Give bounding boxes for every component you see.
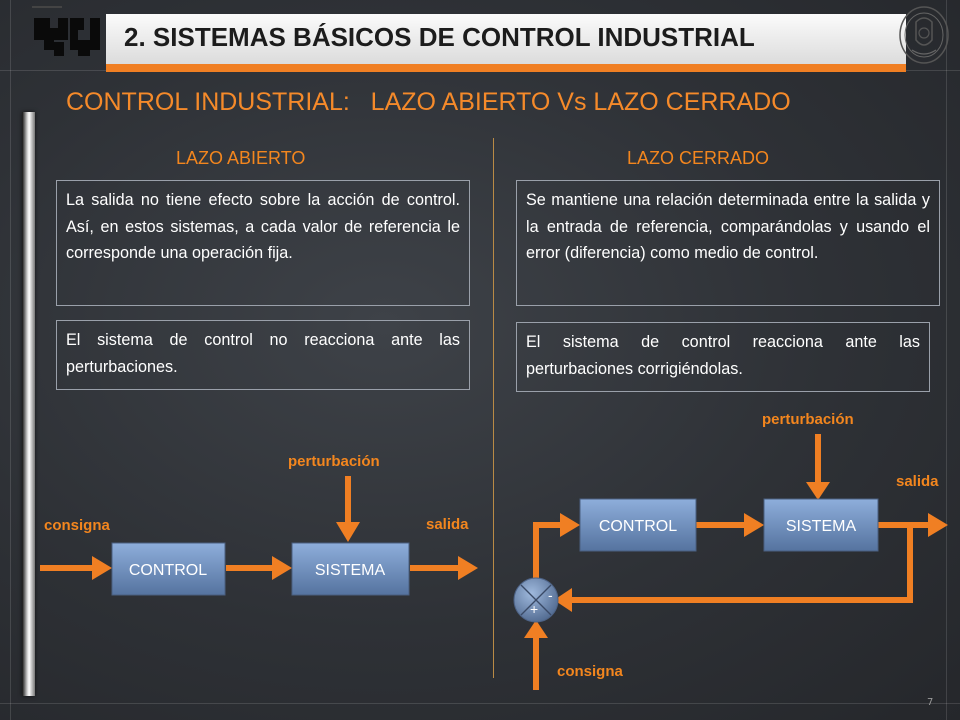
closed-sistema-label: SISTEMA (786, 518, 857, 535)
closed-sum-to-control-arrow (533, 513, 580, 580)
closed-consigna-label: consigna (557, 663, 624, 680)
open-consigna-label: consigna (44, 517, 111, 534)
university-logo-icon (32, 6, 100, 56)
open-perturbacion-arrow (336, 476, 360, 542)
open-loop-heading: LAZO ABIERTO (176, 148, 306, 168)
decorative-left-stripe (22, 112, 35, 696)
page-number: 7 (927, 697, 934, 708)
closed-sistema-block (763, 498, 879, 552)
school-seal-icon (899, 6, 949, 64)
closed-loop-diagram: CONTROL SISTEMA - + perturbación salida … (513, 411, 948, 690)
open-sistema-block (291, 542, 410, 596)
open-control-block (111, 542, 226, 596)
open-loop-disturbance-note: El sistema de control no reacciona ante … (56, 320, 470, 390)
open-salida-label: salida (426, 516, 469, 533)
sum-minus-sign: - (548, 587, 553, 603)
frame-line-right (946, 0, 947, 720)
closed-loop-disturbance-note: El sistema de control reacciona ante las… (516, 322, 930, 392)
closed-salida-label: salida (896, 473, 939, 490)
closed-control-block (579, 498, 697, 552)
frame-line-left (10, 0, 11, 720)
open-loop-definition: La salida no tiene efecto sobre la acció… (56, 180, 470, 306)
slide-title: 2. SISTEMAS BÁSICOS DE CONTROL INDUSTRIA… (124, 22, 755, 52)
closed-perturbacion-label: perturbación (762, 411, 854, 428)
header-bar (106, 14, 906, 64)
open-salida-arrow (410, 556, 478, 580)
closed-salida-arrow (878, 513, 948, 537)
header-accent-bar (106, 64, 906, 72)
sum-plus-sign: + (530, 601, 538, 617)
frame-line-bottom (0, 703, 960, 704)
open-control-to-sistema-arrow (226, 556, 292, 580)
open-control-label: CONTROL (129, 562, 207, 579)
closed-perturbacion-arrow (806, 434, 830, 500)
open-consigna-arrow (40, 556, 112, 580)
closed-consigna-arrow (524, 620, 548, 690)
closed-control-to-sistema-arrow (696, 513, 764, 537)
summing-junction: - + (513, 577, 559, 623)
open-perturbacion-label: perturbación (288, 453, 380, 470)
column-divider (493, 138, 494, 678)
main-title: CONTROL INDUSTRIAL: LAZO ABIERTO Vs LAZO… (66, 88, 791, 116)
open-sistema-label: SISTEMA (315, 562, 386, 579)
closed-loop-definition: Se mantiene una relación determinada ent… (516, 180, 940, 306)
closed-feedback-arrow (554, 525, 913, 612)
closed-control-label: CONTROL (599, 518, 677, 535)
closed-loop-heading: LAZO CERRADO (627, 148, 770, 168)
open-loop-diagram: CONTROL SISTEMA consigna perturbación sa… (40, 453, 478, 596)
